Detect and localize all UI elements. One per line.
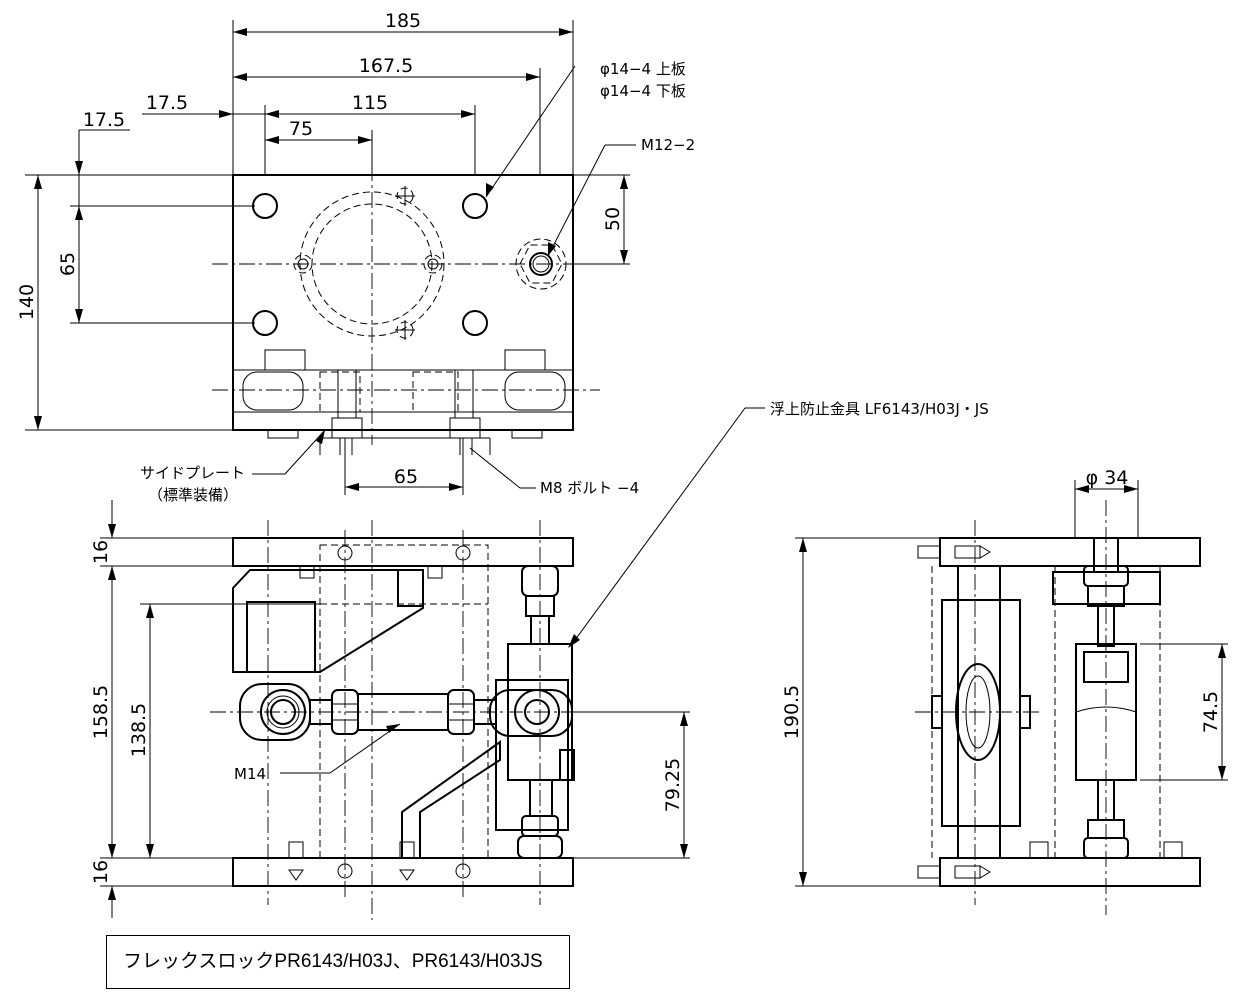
note-holes-lower: φ14−4 下板 bbox=[600, 82, 686, 100]
top-plate-outline bbox=[232, 174, 574, 431]
dim-75: 75 bbox=[289, 118, 313, 140]
notes: φ14−4 上板 φ14−4 下板 M12−2 サイドプレート （標準装備） M… bbox=[140, 60, 989, 783]
side-top-plate bbox=[939, 537, 1201, 567]
dim-115: 115 bbox=[352, 92, 388, 114]
mounting-holes bbox=[252, 193, 488, 336]
top-view bbox=[25, 20, 636, 495]
dim-79-25: 79.25 bbox=[662, 758, 684, 812]
dim-50: 50 bbox=[602, 207, 624, 231]
side-bottom-plate bbox=[939, 857, 1201, 887]
dim-17-5-top: 17.5 bbox=[83, 109, 125, 131]
side-plate-bracket bbox=[232, 565, 443, 673]
dim-140: 140 bbox=[16, 284, 38, 320]
note-anti-lift: 浮上防止金具 LF6143/H03J・JS bbox=[770, 400, 989, 418]
note-side-plate: サイドプレート bbox=[140, 464, 245, 482]
dimension-labels: 185 167.5 115 75 17.5 17.5 65 140 65 50 … bbox=[16, 10, 1222, 884]
anti-lift-assembly bbox=[288, 565, 575, 881]
note-m12: M12−2 bbox=[641, 136, 695, 154]
dim-16-bottom: 16 bbox=[90, 860, 112, 884]
dim-16-top: 16 bbox=[90, 540, 112, 564]
dim-190-5: 190.5 bbox=[781, 685, 803, 739]
note-side-plate-standard: （標準装備） bbox=[148, 486, 238, 504]
front-bottom-plate bbox=[232, 857, 574, 887]
front-top-plate bbox=[232, 537, 574, 567]
note-holes-upper: φ14−4 上板 bbox=[600, 60, 686, 78]
dim-138-5: 138.5 bbox=[128, 703, 150, 757]
dim-65-bottom: 65 bbox=[394, 466, 418, 488]
dim-17-5-left: 17.5 bbox=[146, 92, 188, 114]
dim-185: 185 bbox=[385, 10, 421, 32]
dim-158-5: 158.5 bbox=[90, 685, 112, 739]
drawing-title: フレックスロックPR6143/H03J、PR6143/H03JS bbox=[106, 935, 570, 989]
m12-bolt bbox=[515, 238, 567, 290]
loadcell-outline bbox=[299, 191, 445, 337]
side-view bbox=[795, 480, 1228, 915]
note-m8-bolt: M8 ボルト −4 bbox=[540, 479, 639, 497]
side-loadcell bbox=[931, 565, 1031, 859]
dim-phi-34: φ 34 bbox=[1086, 467, 1129, 489]
turnbuckle bbox=[309, 689, 497, 735]
dim-167-5: 167.5 bbox=[359, 55, 413, 77]
dim-65-left: 65 bbox=[57, 252, 79, 276]
note-m14: M14 bbox=[234, 765, 266, 783]
side-anti-lift bbox=[1029, 537, 1183, 859]
front-view bbox=[100, 407, 765, 920]
dim-74-5: 74.5 bbox=[1200, 691, 1222, 733]
